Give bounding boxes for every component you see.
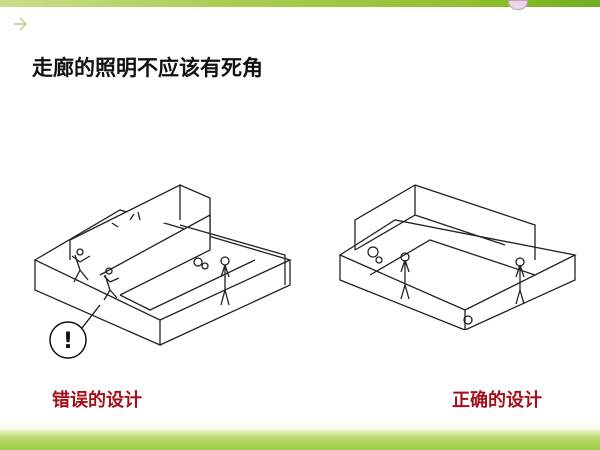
arrow-right-icon bbox=[14, 17, 27, 31]
wrong-design-illustration: ! bbox=[33, 183, 292, 359]
correct-design-caption: 正确的设计 bbox=[452, 390, 542, 411]
wrong-design-caption: 错误的设计 bbox=[52, 390, 142, 411]
slide-title: 走廊的照明不应该有死角 bbox=[32, 56, 263, 80]
logo bbox=[508, 0, 528, 10]
footer-fade bbox=[0, 418, 600, 432]
svg-text:!: ! bbox=[63, 329, 73, 354]
top-decor-bar bbox=[0, 0, 600, 7]
warning-icon: ! bbox=[49, 304, 101, 359]
correct-design-illustration bbox=[338, 184, 578, 330]
grass-footer-decor bbox=[0, 430, 600, 450]
